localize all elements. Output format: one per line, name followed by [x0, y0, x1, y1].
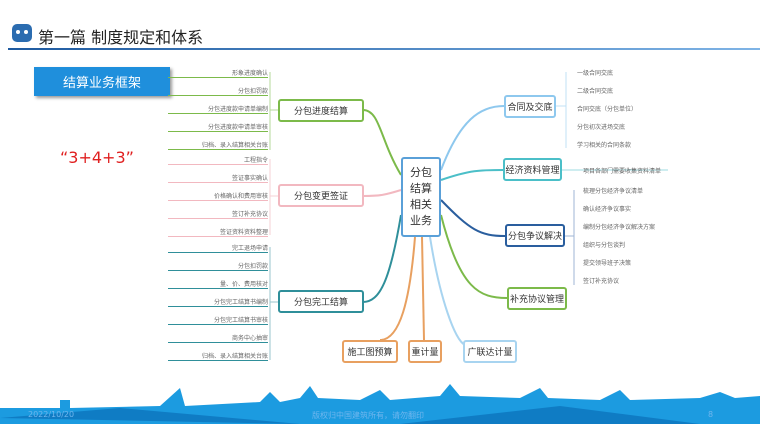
center-line: 相关	[410, 198, 432, 211]
leaf-item: 签证资料资料整理	[168, 227, 268, 237]
leaf-item: 归档、录入结算相关台账	[168, 140, 268, 150]
leaf-item: 二级合同交底	[577, 88, 614, 95]
branch-node: 经济资料管理	[503, 158, 562, 181]
leaf-item: 商务中心抽审	[168, 333, 268, 343]
leaf-item: 项目各部门需要收集资料清单	[583, 168, 662, 175]
leaf-item: 合同交底（分包单位）	[577, 106, 638, 113]
center-node: 分包 结算 相关 业务	[401, 157, 441, 237]
leaf-item: 一级合同交底	[577, 70, 614, 77]
leaf-item: 量、价、费用核对	[168, 279, 268, 289]
branch-node: 施工图预算	[342, 340, 398, 363]
branch-node: 广联达计量	[463, 340, 517, 363]
branch-node: 合同及交底	[504, 95, 556, 118]
leaf-item: 价格确认和费用审核	[168, 191, 268, 201]
footer-copyright: 版权归中国建筑所有，请勿翻印	[312, 411, 424, 420]
title-divider	[8, 48, 760, 50]
robot-icon	[12, 24, 32, 42]
leaf-item: 组织与分包谈判	[583, 242, 626, 249]
leaf-item: 分包扣罚款	[168, 86, 268, 96]
branch-node: 补充协议管理	[507, 287, 567, 310]
leaf-item: 梳理分包经济争议清单	[583, 188, 644, 195]
branch-node: 重计量	[408, 340, 442, 363]
leaf-item: 签证事实确认	[168, 173, 268, 183]
page-title: 第一篇 制度规定和体系	[38, 28, 204, 47]
leaf-item: 分包完工结算书审核	[168, 315, 268, 325]
section-label: 结算业务框架	[34, 67, 170, 96]
leaf-item: 分包进度款申请单编制	[168, 104, 268, 114]
leaf-item: 提交领导班子决策	[583, 260, 632, 267]
center-line: 结算	[410, 182, 432, 195]
leaf-item: 形象进度确认	[168, 68, 268, 78]
leaf-item: 归档、录入结算相关台账	[168, 351, 268, 361]
leaf-item: 分包初次进场交底	[577, 124, 626, 131]
leaf-item: 分包进度款申请单审核	[168, 122, 268, 132]
leaf-item: 学习相关的合同条款	[577, 142, 632, 149]
city-skyline-footer	[0, 384, 760, 424]
leaf-item: 完工退场申请	[168, 243, 268, 253]
leaf-item: 确认经济争议事实	[583, 206, 632, 213]
branch-node: 分包争议解决	[505, 224, 565, 247]
branch-node: 分包进度结算	[278, 99, 364, 122]
leaf-item: 签订补充协议	[168, 209, 268, 219]
formula-text: “3+4+3”	[60, 148, 134, 167]
leaf-item: 分包完工结算书编制	[168, 297, 268, 307]
leaf-item: 分包扣罚款	[168, 261, 268, 271]
footer-date: 2022/10/20	[28, 410, 75, 419]
leaf-item: 编制分包经济争议解决方案	[583, 224, 656, 231]
center-line: 分包	[410, 166, 432, 179]
center-line: 业务	[410, 214, 432, 227]
leaf-item: 签订补充协议	[583, 278, 620, 285]
leaf-item: 工程指令	[168, 155, 268, 165]
branch-node: 分包完工结算	[278, 290, 364, 313]
branch-node: 分包变更签证	[278, 184, 364, 207]
footer-page-number: 8	[708, 410, 714, 419]
